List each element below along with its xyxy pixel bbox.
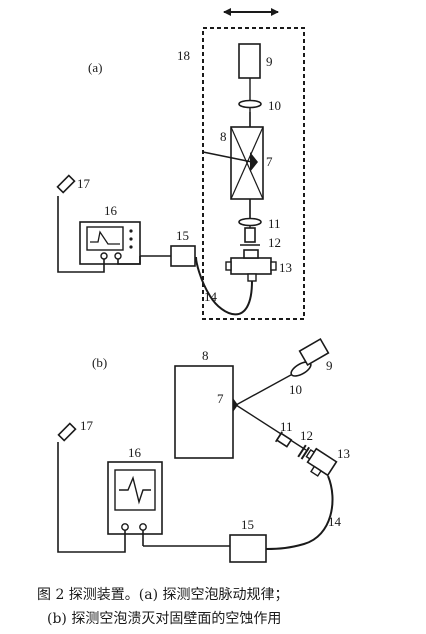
lens-10: [238, 99, 262, 109]
label-17-a: 17: [77, 176, 91, 191]
scope-trace-a: [90, 230, 120, 245]
label-13-a: 13: [279, 260, 292, 275]
detector-13-a: [230, 257, 272, 275]
bubble-7-b: [233, 398, 238, 412]
amplifier-15-b: [229, 534, 267, 563]
detector-13-b: [305, 447, 338, 477]
laser-9: [238, 43, 261, 79]
label-10: 10: [268, 98, 281, 113]
label-10-b: 10: [289, 382, 302, 397]
scope-port-1-a: [100, 252, 108, 260]
scope-trace-b: [119, 475, 151, 505]
detector-13-side-r-a: [270, 261, 277, 271]
wire-port1-a: [57, 196, 105, 273]
scope-knob-2-a: [129, 237, 133, 241]
panel-a: (a) 18 9 10 8 7 11 12: [56, 8, 305, 320]
label-17-b: 17: [80, 418, 94, 433]
panel-b: (b) 8 7 10 9 11 12: [57, 337, 350, 563]
label-14-b: 14: [328, 514, 342, 529]
hydrophone-17-b: [57, 422, 77, 442]
label-12-a: 12: [268, 235, 281, 250]
figure-caption-line-2: (b) 探测空泡溃灭对固壁面的空蚀作用: [47, 611, 282, 627]
bubble-7-a: [250, 152, 258, 172]
scope-knob-3-a: [129, 245, 133, 249]
panel-a-tag: (a): [88, 60, 102, 75]
moving-stage-frame: [202, 27, 305, 320]
label-16-a: 16: [104, 203, 118, 218]
fiber-14-b: [265, 475, 334, 550]
beam-in-b: [235, 369, 301, 406]
detector-13-side-l-a: [225, 261, 232, 271]
figure-canvas: (a) 18 9 10 8 7 11 12: [56, 8, 350, 563]
label-16-b: 16: [128, 445, 142, 460]
hydrophone-17-a: [56, 174, 76, 194]
scope-knob-1-a: [129, 229, 133, 233]
label-13-b: 13: [337, 446, 350, 461]
beam-cross-2: [230, 126, 264, 200]
scope-port-1-b: [121, 523, 129, 531]
needle-8-a: [202, 151, 253, 163]
panel-b-tag: (b): [92, 355, 107, 370]
lens-11-a: [238, 217, 262, 227]
detector-13-foot-a: [247, 273, 257, 282]
label-11-a: 11: [268, 216, 281, 231]
label-7-b: 7: [217, 391, 224, 406]
label-15-a: 15: [176, 228, 189, 243]
label-9: 9: [266, 54, 273, 69]
scope-port-2-a: [114, 252, 122, 260]
detector-13-top-a: [243, 249, 259, 259]
wire-port2-a: [117, 256, 141, 265]
label-15-b: 15: [241, 517, 254, 532]
laser-9-b: [298, 337, 330, 367]
label-8-a: 8: [220, 129, 227, 144]
beam-out-b: [235, 404, 307, 451]
lens-11-b: [275, 431, 293, 448]
filter-12-b: [297, 444, 311, 460]
label-18: 18: [177, 48, 190, 63]
label-11-b: 11: [280, 419, 293, 434]
wire-port1-b: [57, 442, 126, 553]
label-8-b: 8: [202, 348, 209, 363]
scope-port-2-b: [139, 523, 147, 531]
filter-12-a: [244, 227, 256, 243]
figure-caption-line-1: 图 2 探测装置。(a) 探测空泡脉动规律；: [37, 587, 289, 603]
water-tank-b: [174, 365, 234, 459]
label-9-b: 9: [326, 358, 333, 373]
label-7-a: 7: [266, 154, 273, 169]
fiber-14-a: [195, 256, 253, 316]
label-12-b: 12: [300, 428, 313, 443]
amplifier-15-a: [170, 245, 196, 267]
label-14-a: 14: [204, 289, 218, 304]
